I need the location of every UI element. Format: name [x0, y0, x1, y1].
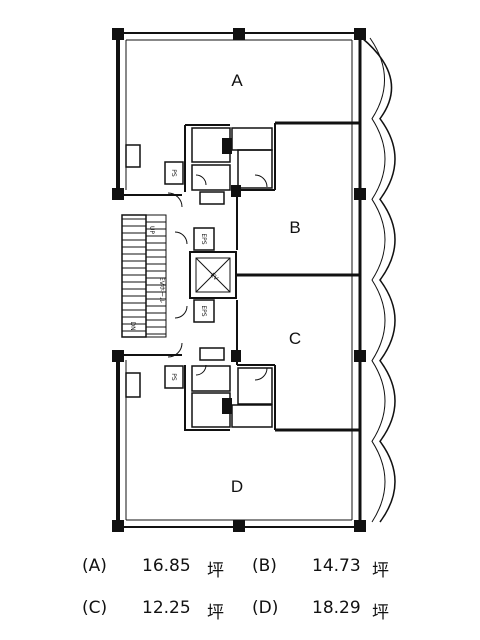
stair-treads — [122, 218, 166, 335]
eps-top — [193, 227, 215, 251]
ev-hall-label: EVホール — [158, 277, 165, 303]
area-tsubo-b: 坪 — [372, 561, 389, 581]
area-value-d: 18.29 — [312, 598, 361, 618]
structural-columns — [112, 28, 366, 532]
area-tsubo-c: 坪 — [207, 603, 224, 623]
curtain-wall-facade — [361, 37, 396, 523]
stair-dn-label: DN — [129, 321, 136, 330]
eps-bottom-label: EPS — [200, 305, 207, 316]
area-value-b: 14.73 — [312, 556, 361, 576]
unit-label-d: D — [231, 477, 243, 496]
ps-bottom-label: PS — [170, 373, 177, 381]
ev-label: EV — [209, 272, 220, 283]
ps-top-label: PS — [170, 169, 177, 177]
area-unit-d: (D) — [252, 598, 279, 618]
floor-plan: A B C D EVホール EV UP DN EPS EPS PS PS — [112, 28, 396, 532]
ps-top — [164, 161, 184, 185]
area-legend-row-2: (C) 12.25 坪 (D) 18.29 坪 — [0, 598, 480, 628]
stair-up-label: UP — [148, 226, 155, 234]
area-tsubo-d: 坪 — [372, 603, 389, 623]
area-unit-c: (C) — [82, 598, 108, 618]
core-wall-bottom-left — [184, 365, 230, 431]
unit-label-b: B — [289, 218, 300, 237]
eps-bottom — [193, 299, 215, 323]
area-tsubo-a: 坪 — [207, 561, 224, 581]
eps-top-label: EPS — [200, 233, 207, 244]
area-legend-row-1: (A) 16.85 坪 (B) 14.73 坪 — [0, 556, 480, 586]
unit-label-c: C — [289, 329, 301, 348]
area-unit-b: (B) — [252, 556, 277, 576]
elevator-shaft — [189, 251, 237, 299]
ps-bottom — [164, 365, 184, 389]
area-value-a: 16.85 — [142, 556, 191, 576]
unit-label-a: A — [231, 71, 243, 90]
area-unit-a: (A) — [82, 556, 107, 576]
area-value-c: 12.25 — [142, 598, 191, 618]
